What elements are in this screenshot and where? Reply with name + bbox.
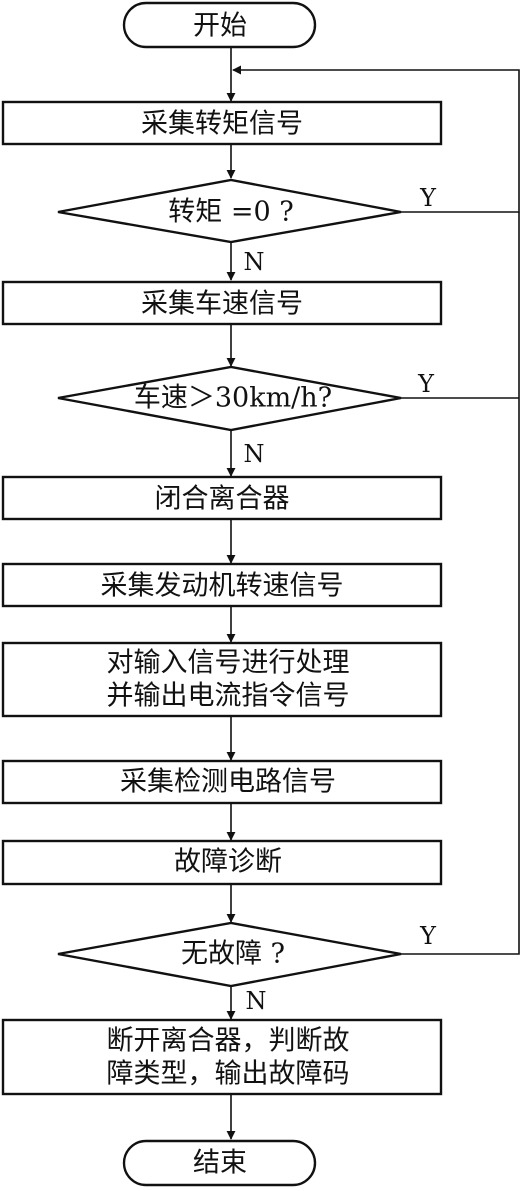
collect-torque-label: 采集转矩信号 xyxy=(141,109,303,140)
collect-detection-label: 采集检测电路信号 xyxy=(120,767,336,798)
process-fault-result: 断开离合器，判断故 障类型，输出故障码 xyxy=(1,1018,443,1096)
speed-no-label: N xyxy=(244,440,265,468)
torque-zero-no-label: N xyxy=(244,248,265,276)
result-line-1: 断开离合器，判断故 xyxy=(107,1026,350,1057)
collect-engine-speed-label: 采集发动机转速信号 xyxy=(101,571,344,602)
no-fault-label: 无故障 ? xyxy=(181,939,285,970)
end-label: 结束 xyxy=(193,1148,247,1179)
start-terminal: 开始 xyxy=(122,1,317,49)
loop-from-fault-decision xyxy=(401,212,520,955)
no-fault-no-label: N xyxy=(246,987,267,1015)
speed-yes-label: Y xyxy=(417,370,435,398)
process-line-1: 对输入信号进行处理 xyxy=(107,648,350,679)
result-line-2: 障类型，输出故障码 xyxy=(107,1059,350,1090)
process-signal-handling: 对输入信号进行处理 并输出电流指令信号 xyxy=(1,641,443,718)
decision-speed: 车速＞30km/h? xyxy=(57,365,402,432)
yes-feedback-loop xyxy=(232,65,520,955)
torque-zero-label: 转矩 =0 ? xyxy=(168,197,293,228)
decision-no-fault: 无故障 ? xyxy=(57,921,402,988)
process-diagnose: 故障诊断 xyxy=(1,839,443,886)
end-terminal: 结束 xyxy=(122,1139,317,1187)
decision-torque-zero: 转矩 =0 ? xyxy=(57,178,402,244)
close-clutch-label: 闭合离合器 xyxy=(155,484,290,515)
collect-speed-label: 采集车速信号 xyxy=(141,289,303,320)
process-collect-speed: 采集车速信号 xyxy=(1,280,443,326)
process-collect-engine-speed: 采集发动机转速信号 xyxy=(1,562,443,608)
no-fault-yes-label: Y xyxy=(419,922,437,950)
process-collect-torque: 采集转矩信号 xyxy=(1,100,443,146)
speed-check-label: 车速＞30km/h? xyxy=(134,383,332,414)
torque-zero-yes-label: Y xyxy=(419,184,437,212)
start-label: 开始 xyxy=(193,11,247,42)
process-collect-detection: 采集检测电路信号 xyxy=(1,759,443,805)
diagnose-label: 故障诊断 xyxy=(174,847,282,878)
process-line-2: 并输出电流指令信号 xyxy=(107,681,350,712)
loop-right-rail xyxy=(232,65,520,213)
process-close-clutch: 闭合离合器 xyxy=(1,475,443,521)
